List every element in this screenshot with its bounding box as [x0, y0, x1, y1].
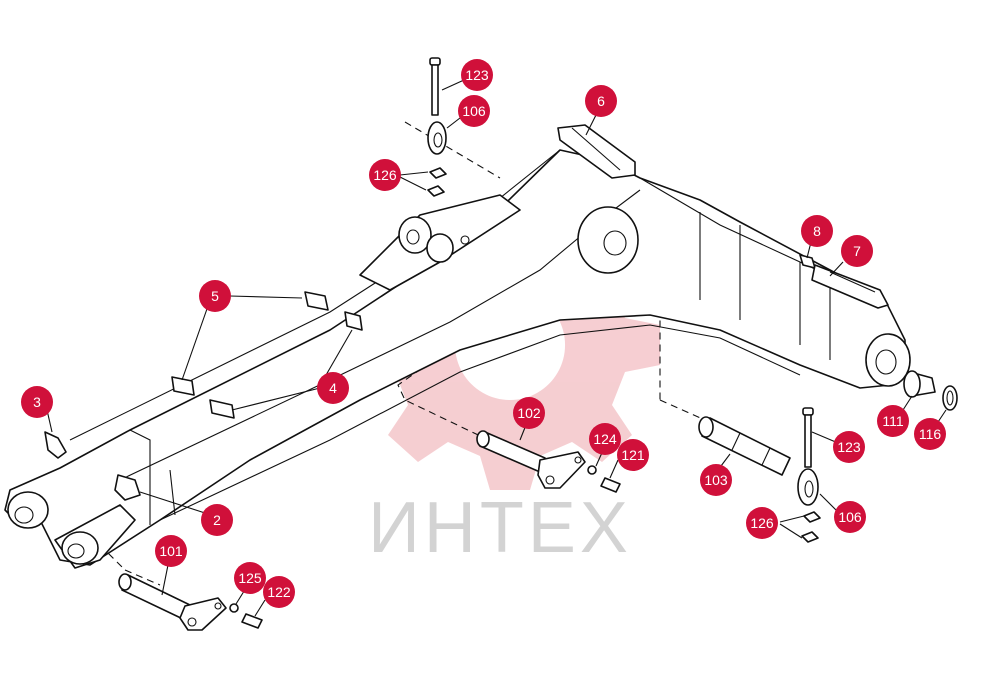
- callout-106-right: 106: [834, 501, 866, 533]
- callout-101: 101: [155, 535, 187, 567]
- callout-126-top: 126: [369, 159, 401, 191]
- svg-text:123: 123: [465, 67, 489, 83]
- pin-102: [476, 430, 586, 489]
- svg-text:103: 103: [704, 472, 728, 488]
- svg-text:106: 106: [838, 509, 862, 525]
- callout-3: 3: [21, 386, 53, 418]
- svg-text:4: 4: [329, 380, 337, 396]
- pin-103: [698, 416, 791, 476]
- bushing-and-ring: [903, 370, 958, 411]
- boom-body: [4, 149, 911, 569]
- svg-text:124: 124: [593, 431, 617, 447]
- callout-4: 4: [317, 372, 349, 404]
- svg-text:116: 116: [919, 426, 942, 442]
- svg-text:106: 106: [462, 103, 486, 119]
- watermark-text: ИНТЕХ: [368, 488, 632, 568]
- top-guard-plate: [557, 124, 636, 179]
- svg-text:122: 122: [267, 584, 291, 600]
- svg-text:101: 101: [159, 543, 183, 559]
- small-fasteners: [229, 465, 621, 629]
- callout-6: 6: [585, 85, 617, 117]
- svg-text:5: 5: [211, 288, 219, 304]
- callout-124: 124: [589, 423, 621, 455]
- callout-123-top: 123: [461, 59, 493, 91]
- svg-text:7: 7: [853, 243, 861, 259]
- callout-7: 7: [841, 235, 873, 267]
- top-bolt-assembly: [427, 57, 447, 197]
- svg-text:125: 125: [238, 570, 262, 586]
- callout-8: 8: [801, 215, 833, 247]
- callout-121: 121: [617, 439, 649, 471]
- svg-text:2: 2: [213, 512, 221, 528]
- side-guard-plates: [799, 254, 889, 309]
- svg-text:6: 6: [597, 93, 605, 109]
- callout-123-right: 123: [833, 431, 865, 463]
- svg-text:8: 8: [813, 223, 821, 239]
- callout-126-right: 126: [746, 507, 778, 539]
- right-bolt-assembly: [797, 407, 821, 543]
- callout-111: 111: [877, 405, 909, 437]
- callout-125: 125: [234, 562, 266, 594]
- callout-5: 5: [199, 280, 231, 312]
- callout-106-top: 106: [458, 95, 490, 127]
- svg-text:121: 121: [621, 447, 645, 463]
- svg-text:102: 102: [517, 405, 541, 421]
- leader-lines: [46, 79, 947, 617]
- svg-text:111: 111: [882, 413, 903, 429]
- svg-text:126: 126: [750, 515, 774, 531]
- svg-text:126: 126: [373, 167, 397, 183]
- wear-pads: [44, 291, 363, 501]
- callout-badges: 3 2 5 4 6 8 7 123 106 126 102 124 121 10…: [21, 59, 946, 608]
- callout-103: 103: [700, 464, 732, 496]
- callout-122: 122: [263, 576, 295, 608]
- svg-text:3: 3: [33, 394, 41, 410]
- callout-116: 116: [914, 418, 946, 450]
- pin-101: [118, 573, 227, 631]
- svg-text:123: 123: [837, 439, 861, 455]
- callout-2: 2: [201, 504, 233, 536]
- callout-102: 102: [513, 397, 545, 429]
